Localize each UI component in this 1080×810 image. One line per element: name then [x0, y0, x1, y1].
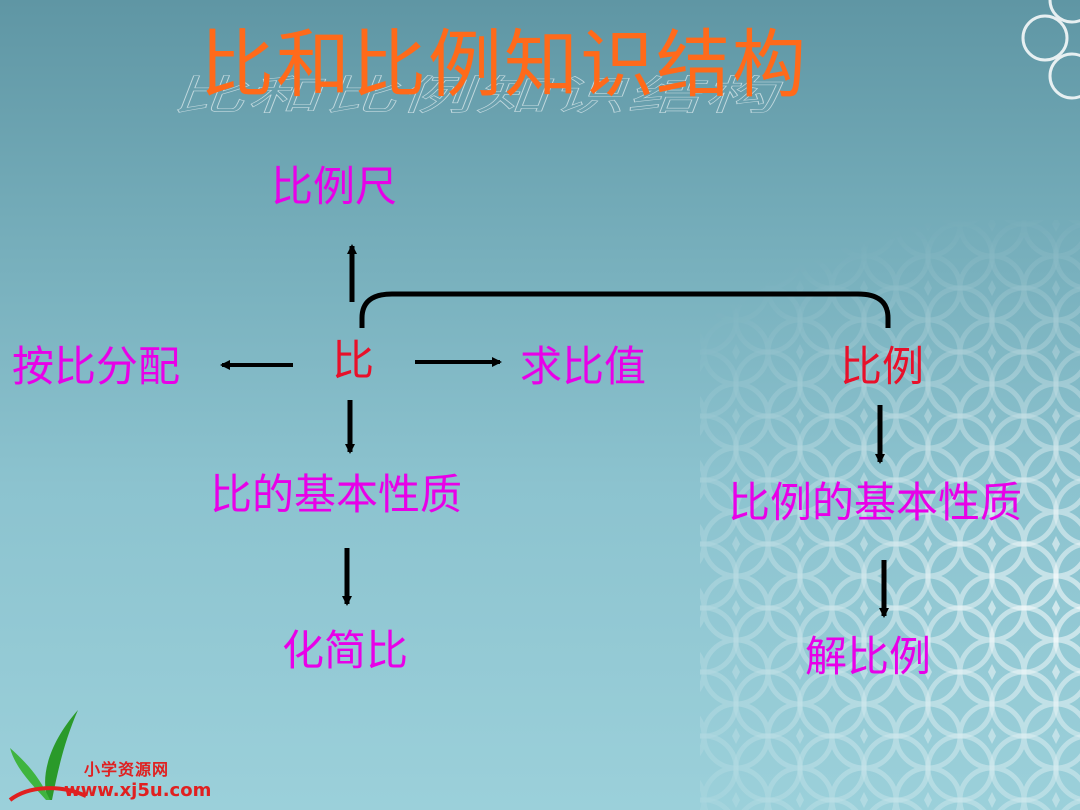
node-solve: 解比例 — [805, 632, 932, 681]
page-title: 比和比例知识结构 — [200, 22, 808, 108]
node-ratio-property: 比的基本性质 — [210, 470, 463, 519]
leaf-logo-icon — [8, 710, 87, 802]
node-ratio: 比 — [332, 336, 375, 385]
logo-title: 小学资源网 — [84, 760, 170, 779]
bracket-ratio-proportion — [359, 291, 891, 328]
node-proportion: 比例 — [840, 342, 925, 391]
node-distribute: 按比分配 — [12, 342, 181, 391]
logo-url: www.xj5u.com — [64, 780, 212, 801]
node-scale: 比例尺 — [271, 162, 398, 211]
node-simplify: 化简比 — [282, 626, 409, 675]
node-proportion-property: 比例的基本性质 — [728, 478, 1023, 527]
node-ratio-value: 求比值 — [520, 342, 647, 391]
